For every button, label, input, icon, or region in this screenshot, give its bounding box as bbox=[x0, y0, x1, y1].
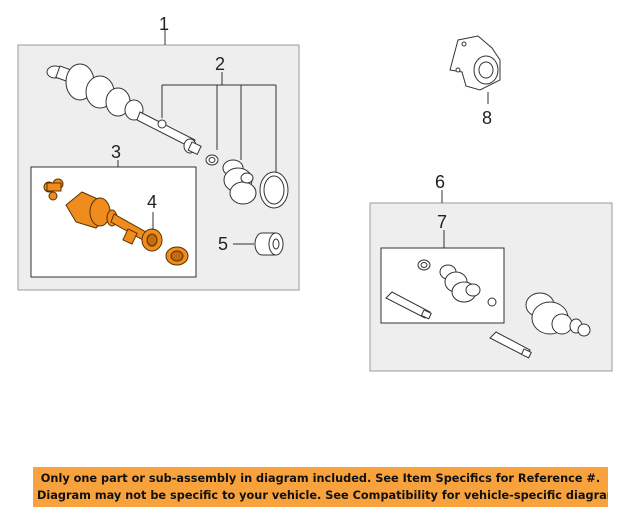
callout-5: 5 bbox=[218, 234, 228, 254]
callout-3: 3 bbox=[111, 142, 121, 162]
assembly-7-box bbox=[380, 247, 505, 324]
callout-8: 8 bbox=[482, 108, 492, 128]
bearing-bracket bbox=[449, 35, 501, 91]
inboard-joint-highlighted bbox=[43, 178, 189, 266]
bushing bbox=[254, 232, 284, 256]
boot-kit-7 bbox=[385, 259, 497, 320]
callout-4: 4 bbox=[147, 192, 157, 212]
callout-6: 6 bbox=[435, 172, 445, 192]
notice-line-2: Diagram may not be specific to your vehi… bbox=[37, 489, 608, 502]
notice-line-1: Only one part or sub-assembly in diagram… bbox=[40, 472, 601, 485]
callout-2: 2 bbox=[215, 54, 225, 74]
boot-kit bbox=[205, 154, 289, 209]
callout-1: 1 bbox=[159, 14, 169, 34]
callout-2-leaders bbox=[161, 72, 277, 178]
callout-7: 7 bbox=[437, 212, 447, 232]
parts-diagram: 1 2 3 bbox=[17, 14, 613, 372]
axle-shaft bbox=[46, 63, 202, 156]
outboard-joint bbox=[489, 292, 591, 359]
notice-banner: Only one part or sub-assembly in diagram… bbox=[33, 467, 608, 507]
